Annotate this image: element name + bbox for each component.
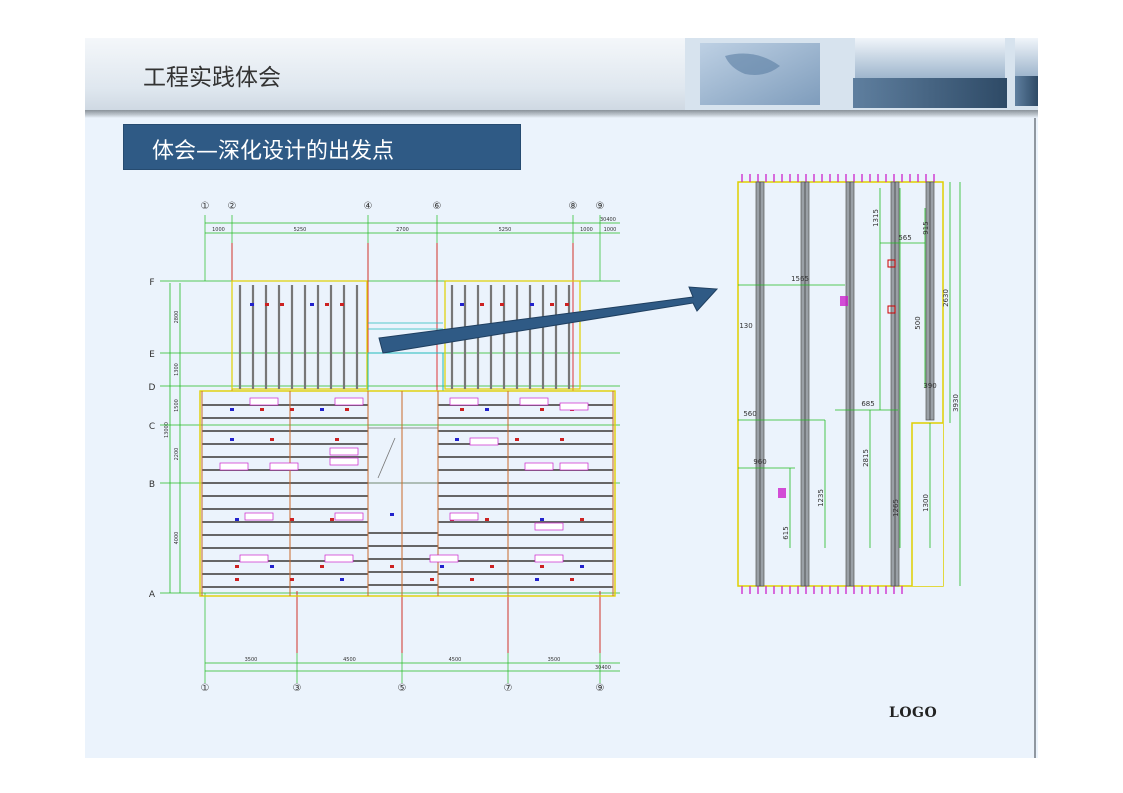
detail-vertical-dim: 500 — [914, 316, 922, 329]
row-labels: F E D C B A — [149, 278, 156, 600]
row-label: B — [149, 480, 155, 490]
detail-vertical-dims: 1315 500 2630 3930 2815 1265 1235 615 1300 — [782, 209, 960, 540]
left-dim: 2200 — [174, 448, 180, 461]
bottom-dim: 3500 — [245, 657, 258, 663]
bottom-total-dim: 30400 — [595, 665, 611, 671]
detail-horizontal-dims: 1565 560 960 685 130 390 — [739, 275, 936, 466]
detail-horizontal-dim: 960 — [753, 458, 766, 466]
top-axis-label: ⑥ — [433, 201, 442, 212]
detail-drawing: 250600600600250200250 2750 1315500263039… — [737, 174, 961, 594]
detail-horizontal-dim: 685 — [861, 400, 874, 408]
bottom-axis-label: ⑨ — [596, 683, 605, 694]
right-border-line — [1034, 118, 1036, 758]
bottom-axis-label: ① — [201, 683, 210, 694]
detail-horizontal-dim: 1565 — [791, 275, 809, 283]
subtitle-box: 体会—深化设计的出发点 — [123, 124, 521, 170]
detail-top-dim: 915 — [922, 221, 930, 234]
slide: 工程实践体会 体会—深化设计的出发点 ① ② ④ ⑥ ⑧ ⑨ ① ③ ⑤ ⑦ ⑨ F E D C B A 1… — [85, 38, 1038, 758]
row-label: F — [149, 278, 154, 288]
top-total-dim: 30400 — [600, 217, 616, 223]
top-dim: 1000 — [212, 227, 225, 233]
logo-text: LOGO — [889, 705, 938, 721]
top-axis-bubbles: ① ② ④ ⑥ ⑧ ⑨ — [201, 201, 605, 212]
bottom-dim: 4500 — [343, 657, 356, 663]
top-axis-label: ② — [228, 201, 237, 212]
detail-vertical-dim: 1235 — [817, 489, 825, 507]
bottom-dim: 3500 — [548, 657, 561, 663]
top-dim: 2700 — [396, 227, 409, 233]
detail-vertical-dim: 615 — [782, 526, 790, 539]
detail-vertical-dim: 2815 — [862, 449, 870, 467]
detail-horizontal-dim: 560 — [743, 410, 756, 418]
detail-vertical-dim: 1265 — [892, 499, 900, 517]
detail-vertical-dim: 3930 — [952, 394, 960, 412]
bottom-axis-bubbles: ① ③ ⑤ ⑦ ⑨ — [201, 683, 605, 694]
left-dimension-labels: 2800 1300 1500 2200 4000 — [174, 311, 180, 545]
top-axis-label: ⑨ — [596, 201, 605, 212]
detail-vertical-dim: 1300 — [922, 494, 930, 512]
bottom-axis-label: ⑦ — [504, 683, 513, 694]
left-dim: 1300 — [174, 363, 180, 376]
top-dim: 1000 — [604, 227, 617, 233]
header-decoration-cubes-image — [685, 38, 1038, 110]
top-dim: 5250 — [294, 227, 307, 233]
row-label: C — [149, 422, 155, 432]
top-axis-label: ⑧ — [569, 201, 578, 212]
top-axis-label: ① — [201, 201, 210, 212]
bottom-axis-label: ③ — [293, 683, 302, 694]
row-label: E — [149, 350, 155, 360]
left-dim: 4000 — [174, 532, 180, 545]
top-dimension-labels: 1000 5250 2700 5250 1000 1000 — [212, 227, 616, 233]
row-label: A — [149, 590, 156, 600]
callout-arrow — [378, 286, 719, 354]
detail-vertical-dim: 1315 — [872, 209, 880, 227]
detail-horizontal-dim: 130 — [739, 322, 752, 330]
header-shadow — [85, 110, 1038, 118]
left-dim: 1500 — [174, 399, 180, 412]
bottom-axis-label: ⑤ — [398, 683, 407, 694]
page-title: 工程实践体会 — [143, 65, 281, 91]
detail-horizontal-dim: 390 — [923, 382, 936, 390]
detail-top-dims: 565 915 — [898, 221, 930, 242]
detail-top-dim: 565 — [898, 234, 911, 242]
bottom-dimension-labels: 3500 4500 4500 3500 — [245, 657, 561, 663]
bottom-dim: 4500 — [449, 657, 462, 663]
left-total-dim: 13000 — [164, 422, 170, 438]
top-dim: 5250 — [499, 227, 512, 233]
top-dim: 1000 — [580, 227, 593, 233]
detail-vertical-dim: 2630 — [942, 289, 950, 307]
row-label: D — [149, 383, 156, 393]
top-axis-label: ④ — [364, 201, 373, 212]
left-dim: 2800 — [174, 311, 180, 324]
subtitle-text: 体会—深化设计的出发点 — [152, 139, 395, 164]
